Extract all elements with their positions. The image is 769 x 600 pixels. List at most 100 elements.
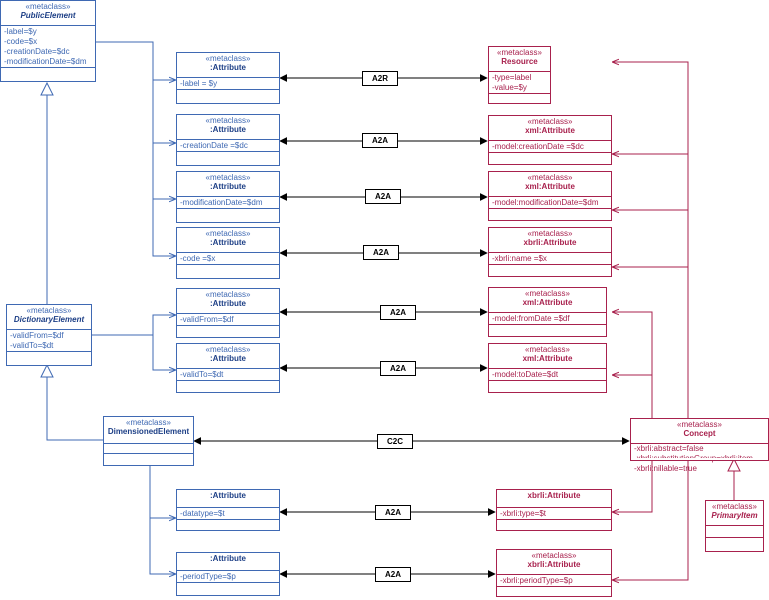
class-attribute: -creationDate =$dc	[180, 141, 248, 150]
class-attribute: -modificationDate=$dm	[180, 198, 263, 207]
class-attribute: -model:creationDate =$dc	[492, 142, 584, 151]
class-primary-item: «metaclass» PrimaryItem	[705, 500, 764, 552]
link-periodtype-attribute	[149, 518, 176, 574]
target-class-xml-fromdate: «metaclass» xml:Attribute -model:fromDat…	[488, 287, 607, 337]
stereotype: «metaclass»	[26, 306, 72, 315]
mapping-label-a2a-validto: A2A	[380, 361, 416, 376]
class-attribute: -xbrli:abstract=false	[634, 444, 704, 453]
class-name: :Attribute	[210, 63, 246, 72]
class-attribute: -xbrli:name =$x	[492, 254, 547, 263]
source-attribute-validfrom: «metaclass» :Attribute -validFrom=$df	[176, 288, 280, 338]
class-name: DictionaryElement	[13, 315, 85, 324]
target-class-xml-todate: «metaclass» xml:Attribute -model:toDate=…	[488, 343, 607, 393]
class-attribute: -creationDate=$dc	[4, 47, 70, 56]
class-attribute: -label=$y	[4, 27, 37, 36]
class-name: xbrli:Attribute	[527, 560, 581, 569]
class-attribute: -model:toDate=$dt	[492, 370, 559, 379]
class-dimensioned-element: «metaclass» DimensionedElement	[103, 416, 194, 466]
link-validto-attribute	[152, 335, 176, 370]
link-modificationdate-attribute	[152, 143, 176, 199]
class-dictionary-element: «metaclass» DictionaryElement -validFrom…	[6, 304, 92, 366]
stereotype: «metaclass»	[205, 345, 251, 354]
source-attribute-validto: «metaclass» :Attribute -validTo=$dt	[176, 343, 280, 393]
class-name: :Attribute	[210, 182, 246, 191]
class-attribute: -validTo=$dt	[10, 341, 54, 350]
class-attribute: -modificationDate=$dm	[4, 57, 87, 66]
stereotype: «metaclass»	[531, 551, 577, 560]
target-class-xbrli-periodtype: «metaclass» xbrli:Attribute -xbrli:perio…	[496, 549, 612, 597]
class-name: DimensionedElement	[107, 427, 190, 436]
class-name: xml:Attribute	[525, 126, 575, 135]
target-class-resource: «metaclass» Resource -type=label -value=…	[488, 46, 551, 104]
class-name: Resource	[501, 57, 538, 66]
stereotype: «metaclass»	[527, 229, 573, 238]
class-name: :Attribute	[210, 125, 246, 134]
stereotype: «metaclass»	[712, 502, 757, 511]
class-attribute: -xbrli:type=$t	[500, 509, 547, 518]
stereotype: «metaclass»	[497, 48, 542, 57]
class-name: xml:Attribute	[522, 298, 573, 307]
link-concept-fromdate	[612, 312, 653, 418]
mapping-label-a2a-datatype: A2A	[375, 505, 411, 520]
class-attribute: -validFrom=$df	[10, 331, 64, 340]
source-attribute-creationdate: «metaclass» :Attribute -creationDate =$d…	[176, 114, 280, 166]
source-attribute-datatype: :Attribute -datatype=$t	[176, 489, 280, 531]
class-name: PrimaryItem	[711, 511, 758, 520]
class-concept: «metaclass» Concept -xbrli:abstract=fals…	[630, 418, 769, 473]
mapping-label-a2a-modificationdate: A2A	[365, 189, 401, 204]
class-name: :Attribute	[210, 491, 246, 500]
generalization-arrow-public	[40, 81, 54, 96]
class-attribute: -xbrli:nillable=true	[634, 464, 697, 473]
stereotype: «metaclass»	[525, 289, 570, 298]
stereotype: «metaclass»	[527, 173, 573, 182]
class-name: xml:Attribute	[525, 182, 575, 191]
target-class-xbrli-type: xbrli:Attribute -xbrli:type=$t	[496, 489, 612, 531]
class-attribute: -validFrom=$df	[180, 315, 234, 324]
link-creationdate-attribute	[152, 80, 176, 143]
link-concept-periodtype	[612, 458, 689, 580]
class-attribute: -type=label	[492, 73, 532, 82]
class-name: xbrli:Attribute	[527, 491, 581, 500]
stereotype: «metaclass»	[205, 54, 251, 63]
stereotype: «metaclass»	[525, 345, 570, 354]
source-attribute-periodtype: :Attribute -periodType=$p	[176, 552, 280, 596]
mapping-label-a2r: A2R	[362, 71, 398, 86]
class-public-element: «metaclass» PublicElement -label=$y -cod…	[0, 0, 96, 82]
class-attribute: -datatype=$t	[180, 509, 225, 518]
class-name: xbrli:Attribute	[523, 238, 577, 247]
mapping-label-c2c: C2C	[377, 434, 413, 449]
stereotype: «metaclass»	[205, 229, 251, 238]
mapping-label-a2a-periodtype: A2A	[375, 567, 411, 582]
target-class-xml-creationdate: «metaclass» xml:Attribute -model:creatio…	[488, 115, 612, 165]
class-name: :Attribute	[210, 238, 246, 247]
class-concept-ops	[630, 458, 769, 461]
target-class-xbrli-name: «metaclass» xbrli:Attribute -xbrli:name …	[488, 227, 612, 277]
class-attribute: -model:modificationDate=$dm	[492, 198, 599, 207]
generalization-arrow-concept	[727, 457, 741, 472]
class-attribute: -value=$y	[492, 83, 527, 92]
stereotype: «metaclass»	[205, 173, 251, 182]
mapping-label-a2a-validfrom: A2A	[380, 305, 416, 320]
stereotype: «metaclass»	[205, 290, 251, 299]
class-name: Concept	[683, 429, 716, 438]
source-attribute-code: «metaclass» :Attribute -code =$x	[176, 227, 280, 279]
generalization-dimensioned-dictionary	[46, 377, 103, 441]
generalization-arrow-dictionary	[40, 363, 54, 378]
class-name: xml:Attribute	[522, 354, 573, 363]
link-concept-type	[612, 458, 653, 512]
source-attribute-label: «metaclass» :Attribute -label = $y	[176, 52, 280, 104]
stereotype: «metaclass»	[677, 420, 722, 429]
class-attribute: -label = $y	[180, 79, 218, 88]
class-name: :Attribute	[210, 554, 246, 563]
stereotype: «metaclass»	[25, 2, 71, 11]
class-attribute: -xbrli:periodType=$p	[500, 576, 573, 585]
link-concept-resource	[612, 62, 689, 418]
class-name: :Attribute	[210, 299, 246, 308]
link-validfrom-attribute	[91, 315, 176, 336]
class-attribute: -periodType=$p	[180, 572, 236, 581]
class-attribute: -code=$x	[4, 37, 38, 46]
source-attribute-modificationdate: «metaclass» :Attribute -modificationDate…	[176, 171, 280, 223]
stereotype: «metaclass»	[527, 117, 573, 126]
class-attribute: -code =$x	[180, 254, 216, 263]
stereotype: «metaclass»	[126, 418, 171, 427]
